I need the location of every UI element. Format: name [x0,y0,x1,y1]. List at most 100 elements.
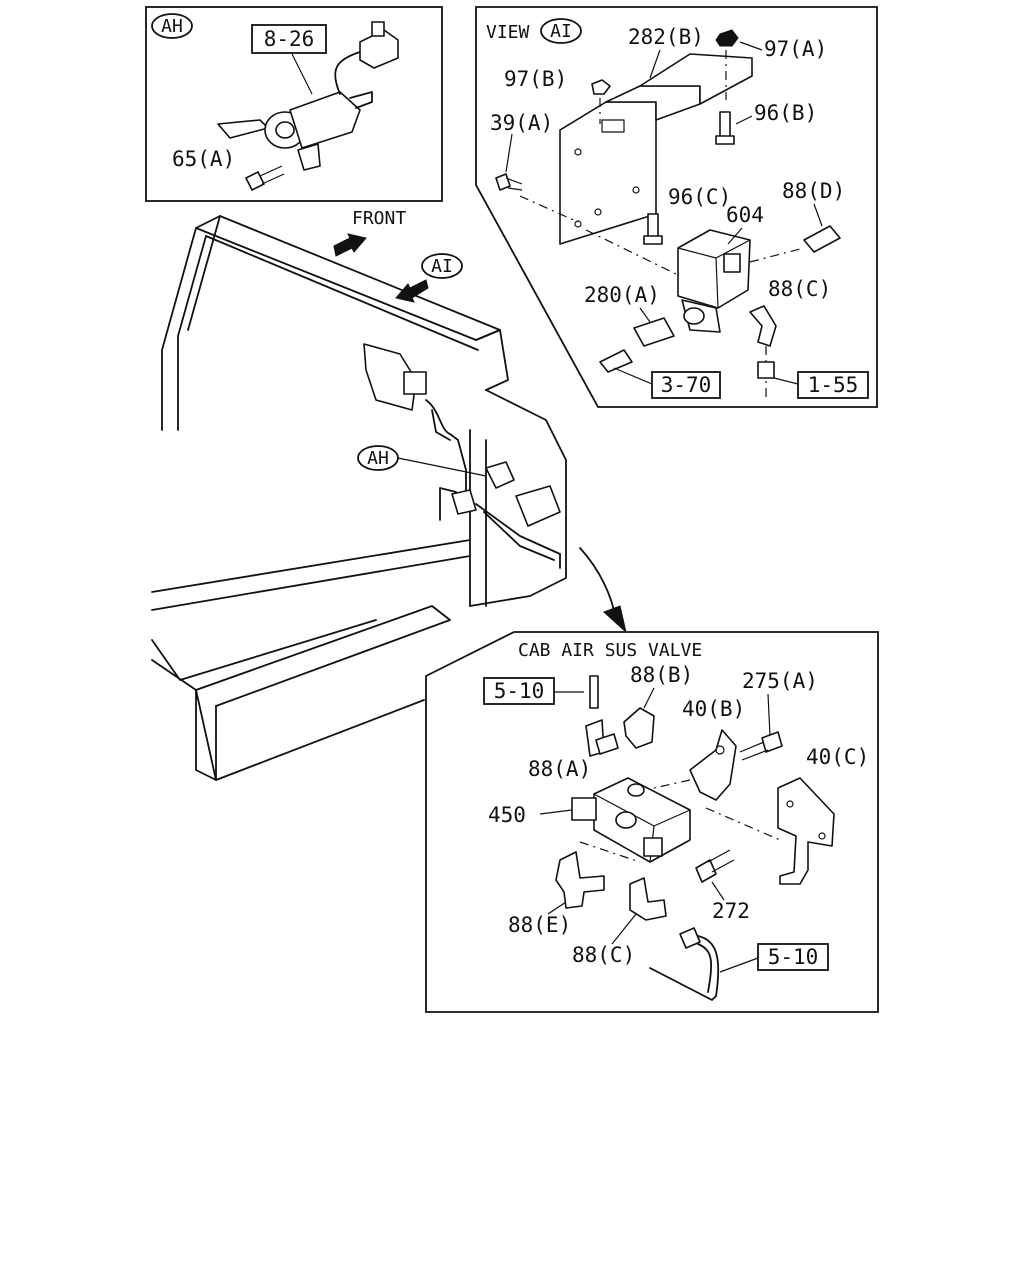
leader-96b [735,115,753,125]
leader-604 [727,227,743,245]
label-40c: 40(C) [806,745,869,769]
bracket-plate-front [559,101,657,245]
view-ai-prefix: VIEW [486,22,530,43]
crossmember-end [475,329,509,391]
plate-40c-centerline [705,807,781,841]
plate-40c-hole-2 [818,832,826,840]
leader-5-10-bottom [719,957,759,973]
pipe-5-10-top [589,675,599,709]
bracket-arm [639,53,753,105]
bolt-65a-head [245,171,265,191]
left-post-back [187,215,221,331]
valve-604-port [723,253,741,273]
leader-272 [711,881,725,901]
ref-1-55: 1-55 [808,373,859,397]
frame-rail-1 [151,539,471,611]
label-40b: 40(B) [682,697,745,721]
bolt-96c-head [643,235,663,245]
fitting-88c-elbow [749,305,777,347]
pipe-5-10-bottom-inner [697,943,713,993]
bracket-282b [519,53,753,275]
line-stub [439,487,457,521]
label-88a: 88(A) [528,757,591,781]
bolt-275a-shank [739,741,769,761]
air-line-4 [483,511,555,561]
bracket-hole-4 [574,220,582,228]
ref-box-3-70 [651,371,721,399]
leader-275a [767,693,771,737]
label-88c-bottom: 88(C) [572,943,635,967]
valve-604 [677,229,751,333]
valve-detail-panel: CAB AIR SUS VALVE 5-10 88(B) 88(A) 275(A… [425,631,879,1013]
solenoid-core [275,121,295,139]
detail-ah-panel: AH 8-26 65(A) [145,6,443,202]
valve-450-top-port [627,783,645,797]
label-96c: 96(C) [668,185,731,209]
label-275a: 275(A) [742,669,818,693]
bolt-39a-shank [505,177,523,191]
plate-40c [777,777,835,885]
leader-282b [649,49,661,79]
view-ai-frame [475,6,878,408]
frame-rail-web [215,699,425,781]
valve-450-port-left [571,797,597,821]
ref-box-1-55 [797,371,869,399]
solenoid-mount [485,461,515,489]
label-39a: 39(A) [490,111,553,135]
bracket-centerline [585,229,677,275]
air-line-2 [431,409,451,441]
bolt-65a-shank [259,165,285,185]
view-ai-callout: AI [550,21,572,42]
view-ai-panel: VIEW AI 282(B) 97(A) 97(B) 96(B [475,6,878,408]
solenoid-pipe [349,91,373,109]
label-280a: 280(A) [584,283,660,307]
bracket-hole-2 [594,208,602,216]
valve-450 [571,777,691,863]
air-line-3 [475,503,561,569]
leader-3-70 [613,367,653,385]
leader-39a [505,133,513,173]
leader-88d [813,203,823,227]
label-96b: 96(B) [754,101,817,125]
leader-450 [539,809,573,815]
main-ai-callout: AI [431,256,453,277]
leader-97a [739,41,763,51]
ref-8-26: 8-26 [264,27,315,51]
bracket-40b-hole [715,745,725,755]
right-member-front [469,429,487,607]
label-front: FRONT [352,208,406,229]
fitting-88d [803,225,841,253]
frame-rail-2 [151,619,377,691]
frame-rail-flange [195,605,451,707]
sus-valve-installed [515,485,561,527]
pipe-nut-5-10 [679,927,701,949]
crossmember-edge [205,235,479,351]
bracket-hole-1 [574,148,582,156]
ref-box-8-26 [251,24,327,54]
frame-bracket [363,343,417,411]
fitting-88d-centerline [749,247,805,263]
main-ai-callout-ellipse [421,253,463,279]
leader-8-26 [291,53,313,95]
label-272: 272 [712,899,750,923]
ref-box-5-10-bottom [757,943,829,971]
valve-450-center-port [615,811,637,829]
bolt-96c [647,213,659,239]
main-ah-callout: AH [367,448,389,469]
ref-5-10-top: 5-10 [494,679,545,703]
label-88d: 88(D) [782,179,845,203]
label-282b: 282(B) [628,25,704,49]
air-line-1 [425,399,467,493]
frame-valve [403,371,427,395]
solenoid-tab [297,143,321,171]
main-assembly: FRONT AI AH [151,208,627,781]
right-member [469,389,567,607]
nut-1-55 [757,361,775,379]
plate-40c-hole-1 [786,800,794,808]
leader-88c-bottom [611,913,637,945]
detail-arrow-head [603,605,627,634]
label-450: 450 [488,803,526,827]
bolt-272-shank [707,849,735,873]
hose-end-3-70 [599,349,633,373]
